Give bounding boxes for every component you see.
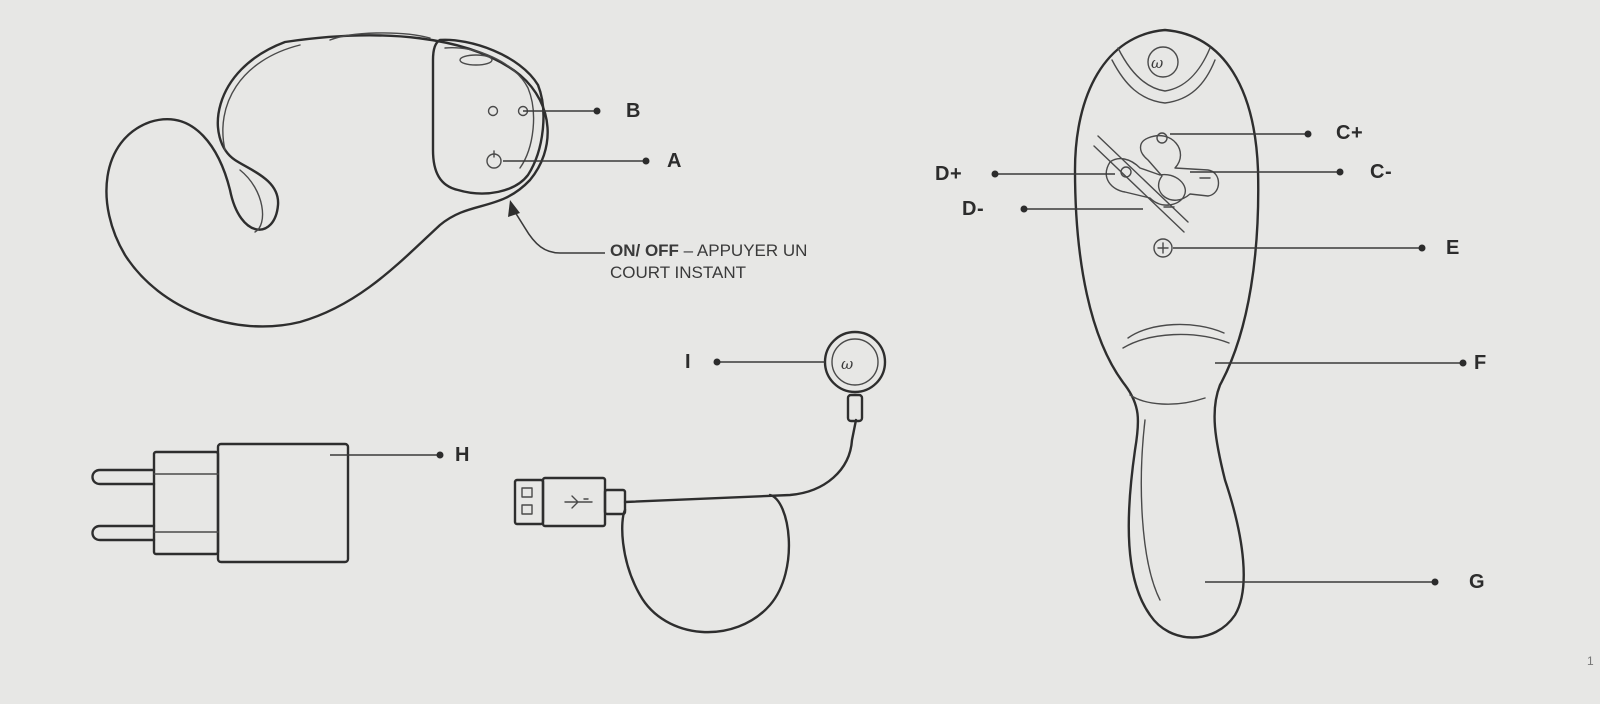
- leader-dot-g: [1431, 578, 1439, 586]
- label-b: B: [626, 100, 641, 122]
- leader-dot-b: [593, 107, 601, 115]
- leader-dot-c-plus: [1304, 130, 1312, 138]
- on-off-note-rest: – APPUYER UN: [678, 241, 808, 260]
- label-d-plus: D+: [935, 163, 963, 185]
- logo-mark-cable: ω: [841, 355, 853, 373]
- on-off-note: ON/ OFF – APPUYER UN COURT INSTANT: [610, 240, 807, 284]
- on-off-note-line2: COURT INSTANT: [610, 263, 747, 282]
- label-h: H: [455, 444, 470, 466]
- label-c-plus: C+: [1336, 122, 1364, 144]
- label-i: I: [685, 351, 692, 373]
- label-c-minus: C-: [1370, 161, 1393, 183]
- on-off-note-bold: ON/ OFF: [610, 241, 679, 260]
- leader-dot-h: [436, 451, 444, 459]
- usb-cable: ω: [513, 330, 887, 634]
- leader-dot-a: [642, 157, 650, 165]
- leader-dot-i: [713, 358, 721, 366]
- label-g: G: [1469, 571, 1486, 593]
- leader-dot-f: [1459, 359, 1467, 367]
- leader-dot-d-plus: [991, 170, 999, 178]
- label-d-minus: D-: [962, 198, 985, 220]
- charger-plug: [91, 442, 350, 564]
- on-off-arrow: [508, 200, 605, 254]
- device-side-view: [105, 32, 549, 328]
- leader-dot-c-minus: [1336, 168, 1344, 176]
- device-front-view: ω: [1073, 28, 1260, 639]
- leader-dot-d-minus: [1020, 205, 1028, 213]
- label-f: F: [1474, 352, 1487, 374]
- label-a: A: [667, 150, 682, 172]
- page-mark: 1: [1587, 654, 1594, 668]
- label-e: E: [1446, 237, 1460, 259]
- logo-mark-device: ω: [1151, 54, 1163, 72]
- leader-dot-e: [1418, 244, 1426, 252]
